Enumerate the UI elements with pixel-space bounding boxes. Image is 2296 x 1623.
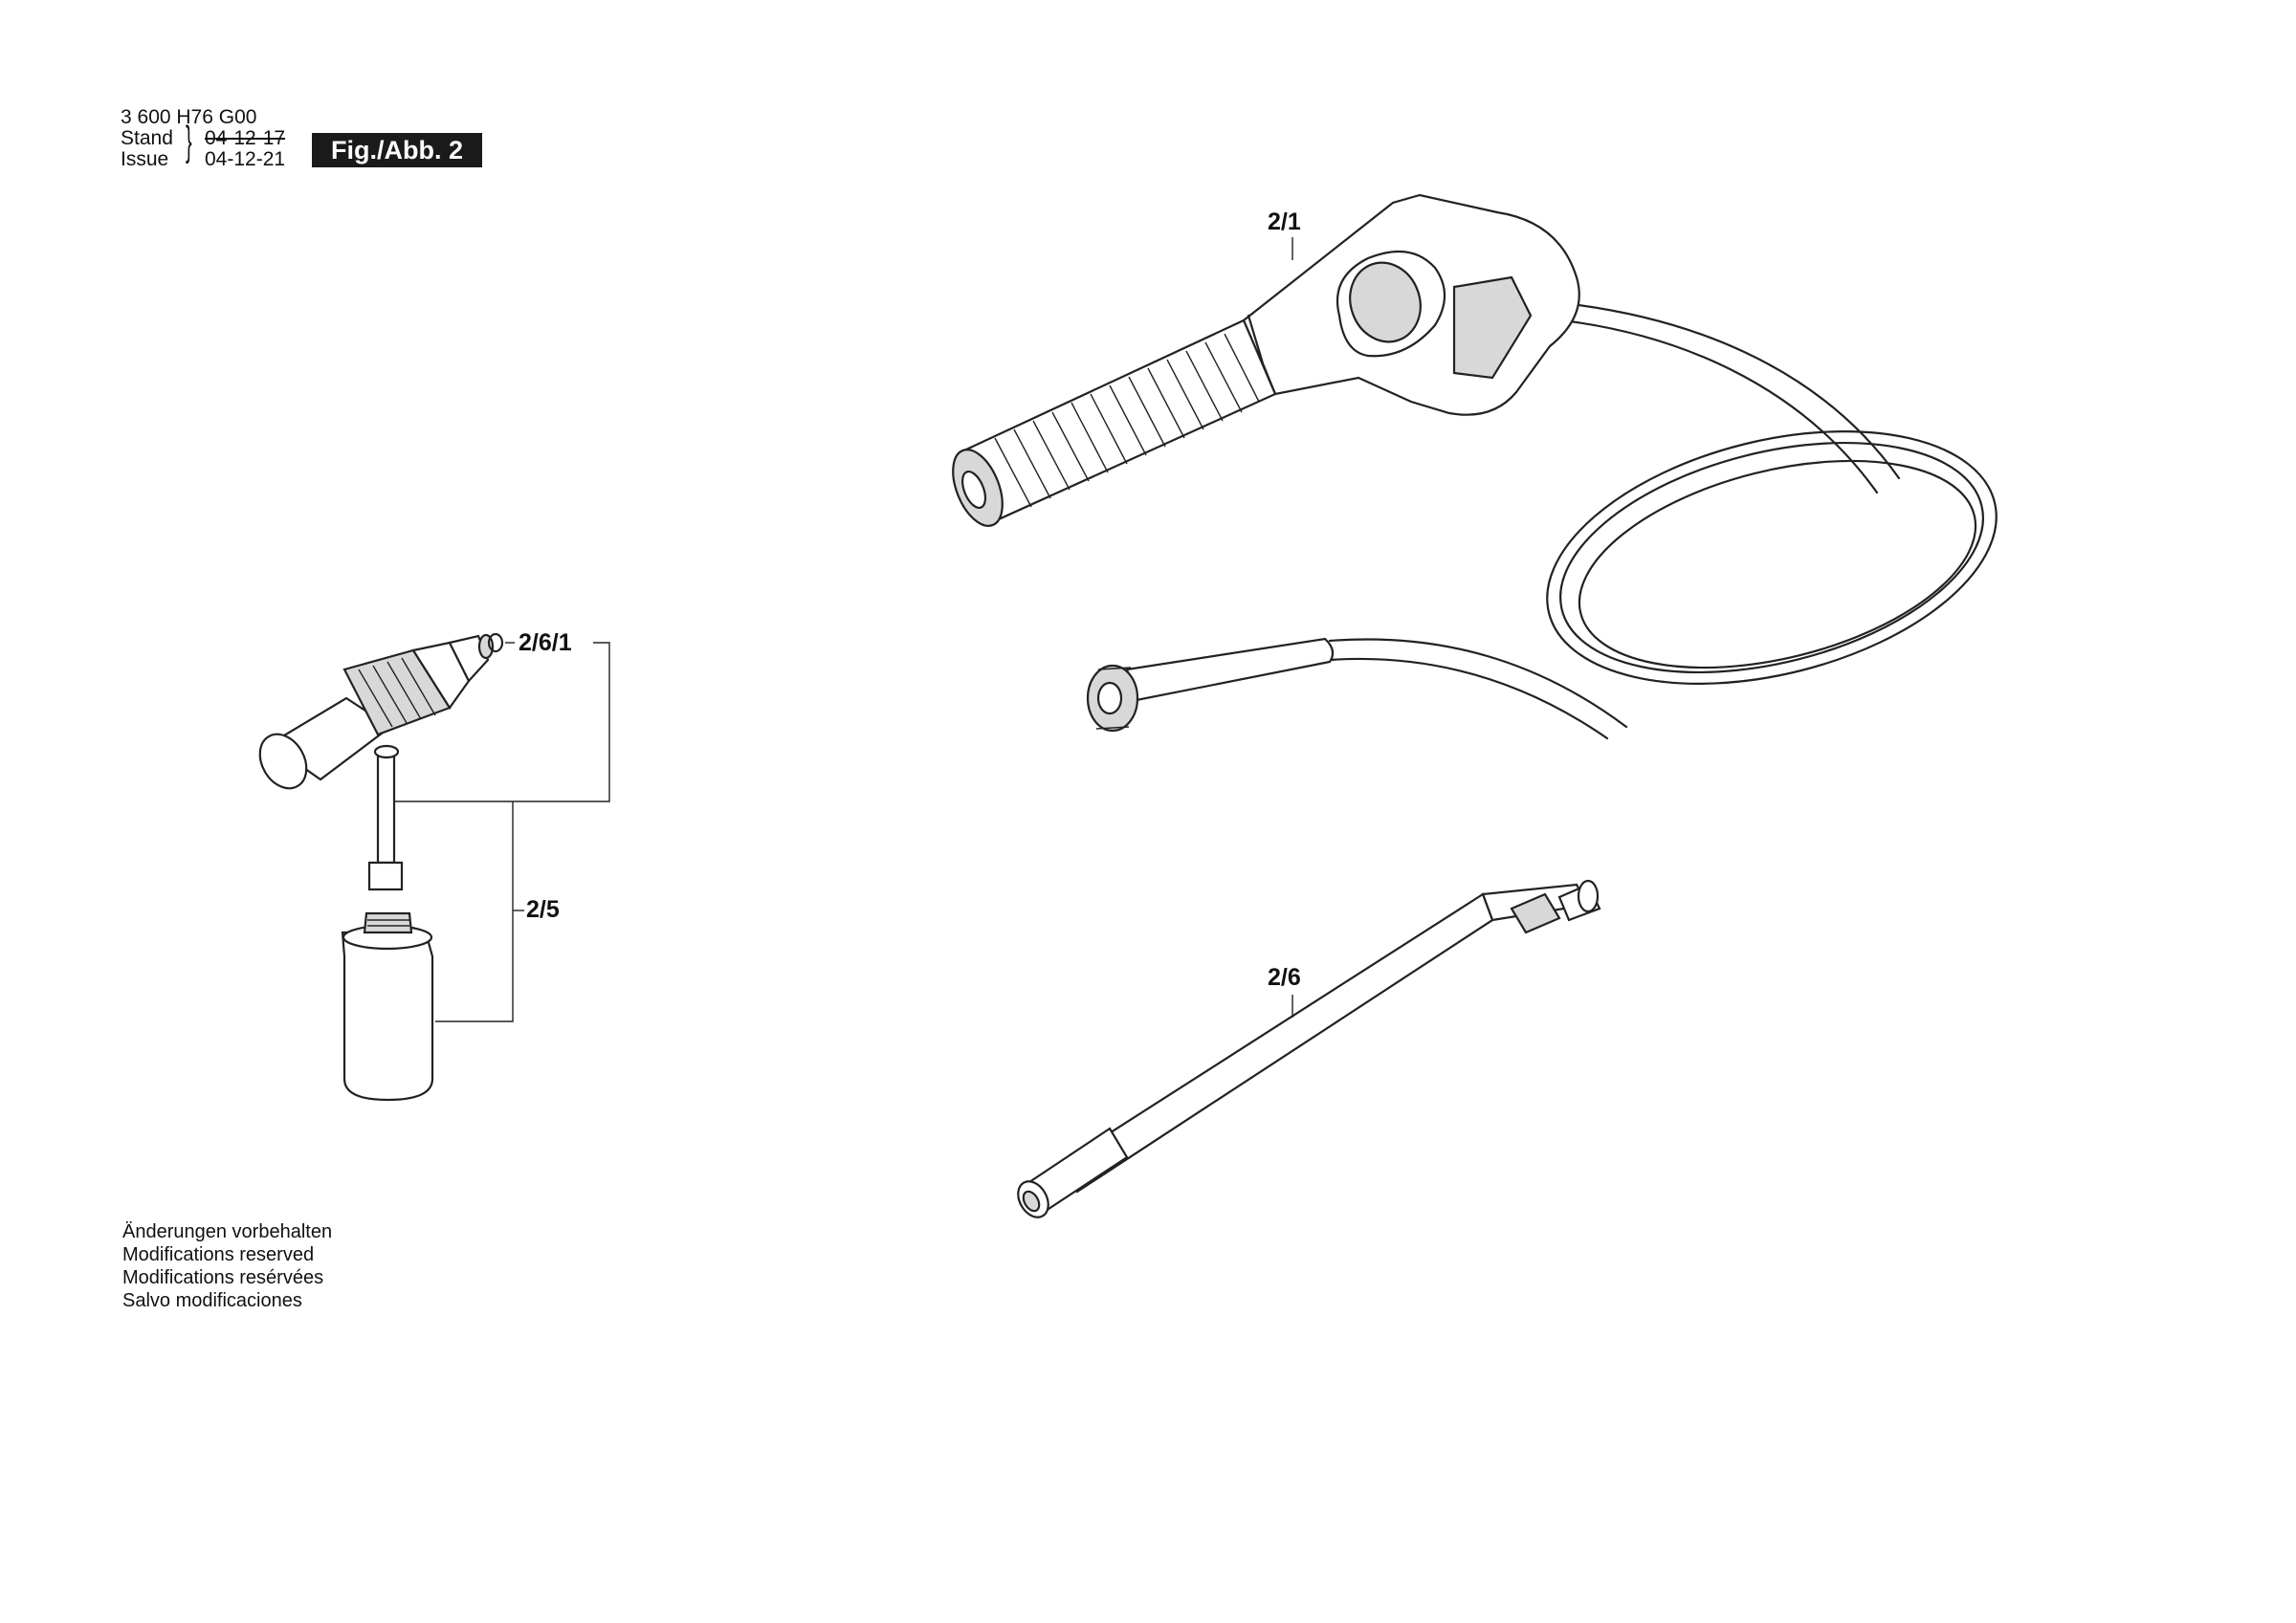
modification-notes: Änderungen vorbehalten Modifications res… [122,1220,332,1312]
callout-detergent: 2/5 [526,896,560,923]
part-number: 3 600 H76 G00 [121,106,257,128]
stand-date: 04-12-17 [205,127,286,149]
callout-lance: 2/6 [1268,964,1301,991]
stand-row: Stand 04-12-17 [121,127,285,149]
brace-icon: } [186,118,192,164]
spray-gun-drawing [952,193,1998,740]
note-english: Modifications reserved [122,1244,315,1265]
figure-label: Fig./Abb. 2 [312,133,482,167]
issue-row: Issue 04-12-21 [121,148,285,170]
note-spanish: Salvo modificaciones [122,1290,302,1311]
leader-lines [394,237,1293,1022]
note-german: Änderungen vorbehalten [122,1221,333,1242]
issue-label: Issue [121,148,169,170]
note-french: Modifications resérvées [122,1267,324,1288]
callout-gun: 2/1 [1268,208,1301,235]
lance-drawing [1017,879,1601,1218]
detergent-nozzle-drawing [258,632,504,1102]
stand-label: Stand [121,127,173,149]
grip-ribs [994,333,1260,508]
callout-lance-nozzle: 2/6/1 [519,629,572,656]
issue-date: 04-12-21 [205,148,286,170]
document-header: 3 600 H76 G00 Stand 04-12-17 Issue 04-12… [121,106,285,170]
